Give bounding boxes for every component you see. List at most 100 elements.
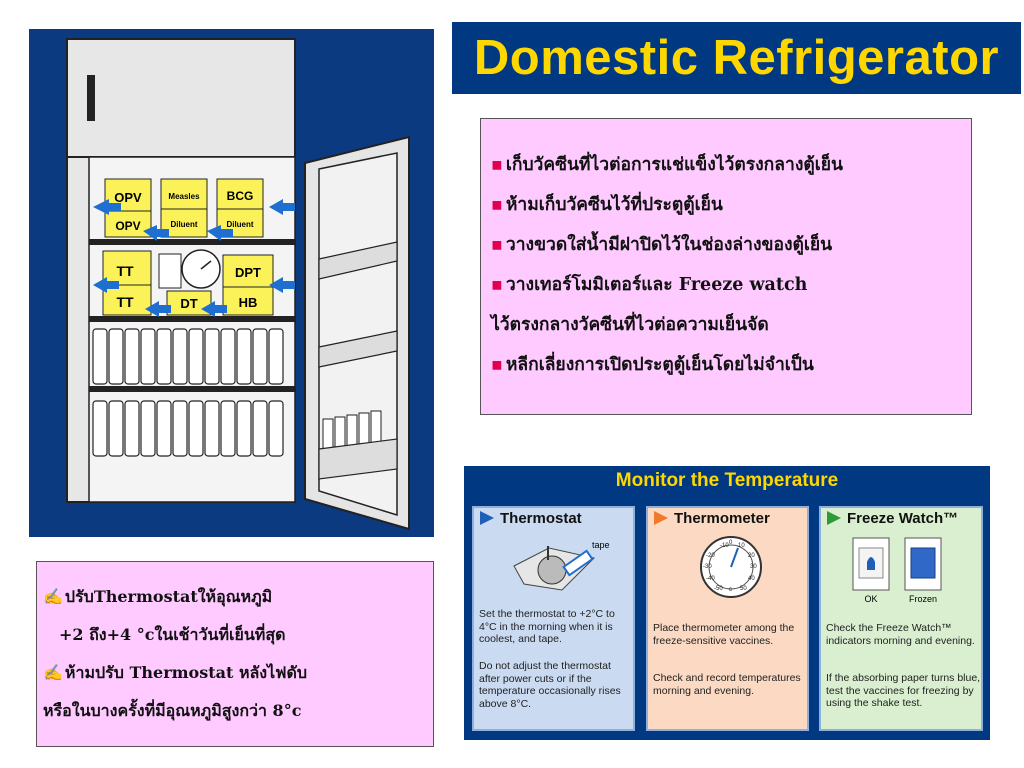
box-label-dt: DT [180,296,197,311]
note-line-4: หรือในบางครั้งที่มีอุณหภูมิสูงกว่า 8°c [43,694,429,732]
tip-text-5: ไว้ตรงกลางวัคซีนที่ไวต่อความเย็นจัด [491,315,769,335]
note-line-1: ✍ปรับThermostatให้อุณหภูมิ [43,580,429,618]
bullet-icon: ▪ [491,355,503,375]
svg-text:20: 20 [748,553,755,559]
vaccine-box-opv: OPV OPV [104,178,152,238]
tip-text-1: เก็บวัคซีนที่ไวต่อการแช่แข็งไว้ตรงกลางตู… [505,155,843,175]
box-label-bcg: BCG [227,189,254,203]
thermostat-heading: Thermostat [474,510,633,536]
freezer-compartment [66,38,296,158]
bullet-icon: ▪ [491,155,503,175]
tip-line-4: ▪วางเทอร์โมมิเตอร์และ Freeze watch [491,267,961,307]
thermometer-heading: Thermometer [648,510,807,536]
thermostat-card: Thermostat tape Set the thermostat to +2… [472,506,635,731]
thermometer-card: Thermometer -10 0 10 -20 20 -30 30 -40 4… [646,506,809,731]
box-label-hb: HB [239,295,258,310]
bullet-icon: ▪ [491,275,503,295]
thermostat-heading-text: Thermostat [500,510,582,527]
water-bottles-row-1 [92,328,284,385]
tip-line-5: ไว้ตรงกลางวัคซีนที่ไวต่อความเย็นจัด [491,307,961,347]
note-text-3: ห้ามปรับ Thermostat หลังไฟดับ [64,663,308,682]
play-arrow-icon [654,511,668,525]
freeze-watch-text-1: Check the Freeze Watch™ indicators morni… [826,622,975,647]
tip-text-4: วางเทอร์โมมิเตอร์และ Freeze watch [505,275,808,295]
monitor-temperature-panel: Monitor the Temperature Thermostat tape … [464,466,990,740]
pen-icon: ✍ [43,663,63,682]
thermostat-text-1: Set the thermostat to +2°C to 4°C in the… [479,608,615,645]
box-label-measles: Measles [168,192,200,201]
freeze-watch-heading-text: Freeze Watch™ [847,510,959,527]
vaccine-box-dpt: DPT HB [222,254,274,316]
vaccine-box-dt: DT [166,290,212,316]
box-label-opv-2: OPV [115,219,140,233]
tip-line-6: ▪หลีกเลี่ยงการเปิดประตูตู้เย็นโดยไม่จำเป… [491,347,961,387]
page-title: Domestic Refrigerator [473,31,1000,85]
fridge-illustration: OPV OPV Measles Diluent BCG Diluent TT T… [29,29,434,537]
box-label-tt: TT [116,263,134,279]
svg-text:-30: -30 [703,564,712,570]
svg-text:c: c [729,587,732,593]
play-arrow-icon [480,511,494,525]
note-line-2: +2 ถึง+4 °cในเช้าวันที่เย็นที่สุด [43,618,429,656]
box-label-dpt: DPT [235,265,261,280]
frozen-label: Frozen [909,594,937,604]
tip-line-3: ▪วางขวดใส่น้ำมีฝาปิดไว้ในช่องล่างของตู้เ… [491,227,961,267]
note-text-1: ปรับThermostatให้อุณหภูมิ [64,587,273,606]
door-shelf-2 [318,330,398,368]
fridge-drawing: OPV OPV Measles Diluent BCG Diluent TT T… [66,38,410,531]
tape-label: tape [592,540,610,550]
bullet-icon: ▪ [491,235,503,255]
svg-text:-40: -40 [706,576,715,582]
freezer-handle [87,75,95,121]
thermometer-text-1: Place thermometer among the freeze-sensi… [653,622,795,647]
shelf-1 [89,239,295,245]
play-arrow-icon [827,511,841,525]
door-bottles [318,410,398,480]
shelf-2 [89,316,295,322]
box-label-opv: OPV [114,190,142,205]
box-label-diluent-2: Diluent [226,220,253,229]
title-banner: Domestic Refrigerator [452,22,1021,94]
thermostat-knob-icon: tape [513,540,610,591]
svg-text:30: 30 [750,564,757,570]
svg-text:40: 40 [748,576,755,582]
tip-text-3: วางขวดใส่น้ำมีฝาปิดไว้ในช่องล่างของตู้เย… [505,235,833,255]
note-text-4: หรือในบางครั้งที่มีอุณหภูมิสูงกว่า 8°c [43,701,302,720]
note-text-2: +2 ถึง+4 °cในเช้าวันที่เย็นที่สุด [59,625,286,644]
svg-text:50: 50 [740,586,747,592]
pen-icon: ✍ [43,587,63,606]
tip-text-6: หลีกเลี่ยงการเปิดประตูตู้เย็นโดยไม่จำเป็… [505,355,814,375]
box-label-tt-2: TT [116,294,134,310]
note-line-3: ✍ห้ามปรับ Thermostat หลังไฟดับ [43,656,429,694]
svg-text:0: 0 [729,540,733,546]
freeze-watch-text-2: If the absorbing paper turns blue, test … [826,672,981,709]
svg-text:-20: -20 [706,553,715,559]
tip-line-1: ▪เก็บวัคซีนที่ไวต่อการแช่แข็งไว้ตรงกลางต… [491,147,961,187]
vaccine-box-bcg: BCG Diluent [216,178,264,238]
tip-text-2: ห้ามเก็บวัคซีนไว้ที่ประตูตู้เย็น [505,195,723,215]
thermometer-dial [158,249,221,289]
air-flow-arrows [93,199,295,317]
freeze-watch-card: Freeze Watch™ OK Frozen Check the Freeze… [819,506,983,731]
water-bottles-row-2 [92,400,284,457]
svg-text:-50: -50 [714,586,723,592]
storage-tips-box: ▪เก็บวัคซีนที่ไวต่อการแช่แข็งไว้ตรงกลางต… [480,118,972,415]
thermometer-dial-icon: -10 0 10 -20 20 -30 30 -40 40 -50 c 50 [700,536,762,598]
freeze-watch-heading: Freeze Watch™ [821,510,981,536]
thermometer-heading-text: Thermometer [674,510,770,527]
thermometer-text-2: Check and record temperatures morning an… [653,672,801,697]
svg-text:-10: -10 [720,543,729,549]
freeze-watch-indicators-icon: OK Frozen [852,537,942,604]
vaccine-box-tt: TT TT [102,250,152,316]
vaccine-box-measles: Measles Diluent [160,178,208,238]
thermostat-note-box: ✍ปรับThermostatให้อุณหภูมิ +2 ถึง+4 °cใน… [36,561,434,747]
box-label-diluent-1: Diluent [170,220,197,229]
tip-line-2: ▪ห้ามเก็บวัคซีนไว้ที่ประตูตู้เย็น [491,187,961,227]
svg-text:10: 10 [738,543,745,549]
monitor-title: Monitor the Temperature [615,470,839,491]
thermostat-text-2: Do not adjust the thermostat after power… [479,660,621,710]
ok-label: OK [864,594,877,604]
bullet-icon: ▪ [491,195,503,215]
shelf-3 [89,386,295,392]
door-shelf-1 [318,241,398,280]
